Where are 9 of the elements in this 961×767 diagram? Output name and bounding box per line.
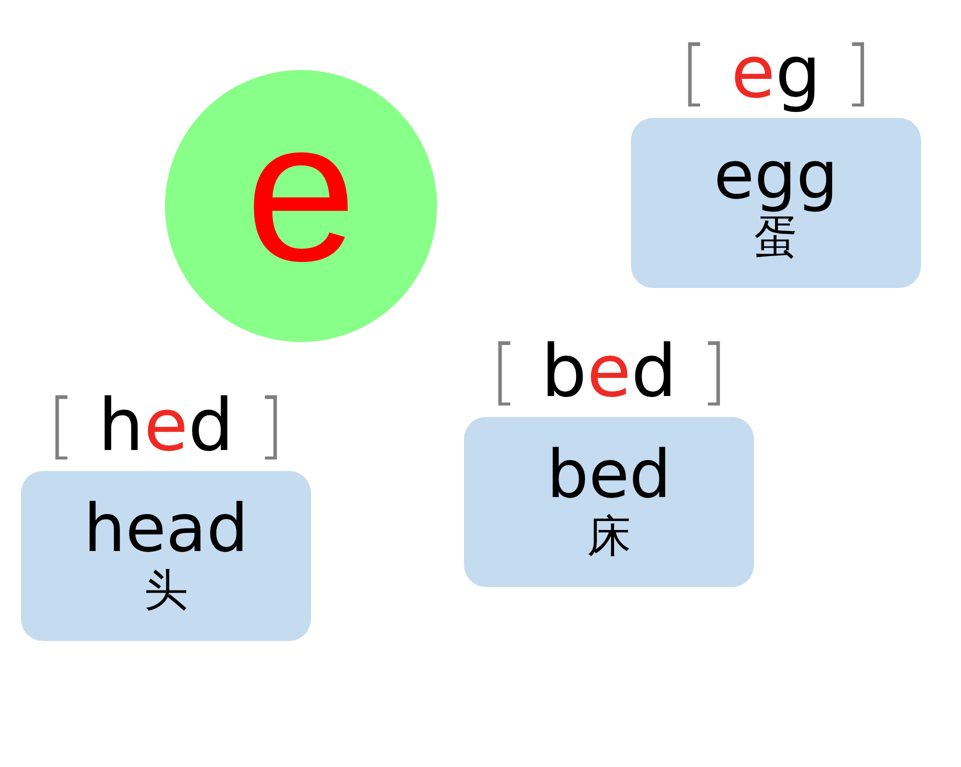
english-word: bed — [546, 440, 672, 510]
phonetic-transcription: [ hed ] — [47, 389, 285, 461]
chinese-translation: 头 — [144, 564, 188, 618]
english-word: head — [84, 494, 248, 564]
phonetic-transcription: [ bed ] — [490, 335, 728, 407]
chinese-translation: 床 — [587, 510, 631, 564]
chinese-translation: 蛋 — [754, 212, 798, 266]
english-word: egg — [714, 140, 838, 210]
vowel-letter: e — [245, 92, 357, 292]
